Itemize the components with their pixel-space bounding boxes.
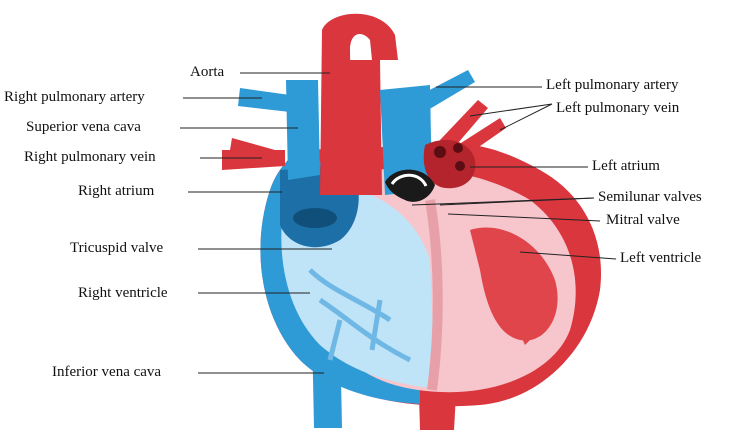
label-right-pulmonary-artery: Right pulmonary artery: [4, 89, 145, 106]
label-right-atrium: Right atrium: [78, 183, 154, 200]
label-left-atrium: Left atrium: [592, 158, 660, 175]
label-left-pulmonary-artery: Left pulmonary artery: [546, 77, 678, 94]
label-right-pulmonary-vein: Right pulmonary vein: [24, 149, 156, 166]
left-atrium-opening-3: [455, 161, 465, 171]
ascending-aorta: [322, 60, 382, 195]
label-aorta: Aorta: [190, 64, 224, 81]
label-inferior-vena-cava: Inferior vena cava: [52, 364, 161, 381]
left-atrium-opening-1: [434, 146, 446, 158]
right-pulmonary-artery-vessel: [238, 88, 290, 112]
label-right-ventricle: Right ventricle: [78, 285, 168, 302]
label-left-ventricle: Left ventricle: [620, 250, 701, 267]
left-atrium-opening-2: [453, 143, 463, 153]
label-semilunar-valves: Semilunar valves: [598, 189, 702, 206]
label-left-pulmonary-vein: Left pulmonary vein: [556, 100, 679, 117]
superior-vena-cava-vessel: [286, 80, 320, 180]
label-tricuspid-valve: Tricuspid valve: [70, 240, 163, 257]
label-mitral-valve: Mitral valve: [606, 212, 680, 229]
right-atrium-opening: [293, 208, 337, 228]
label-superior-vena-cava: Superior vena cava: [26, 119, 141, 136]
